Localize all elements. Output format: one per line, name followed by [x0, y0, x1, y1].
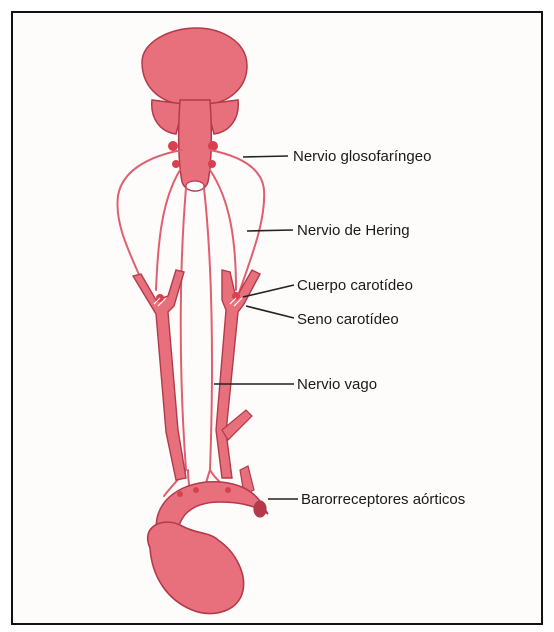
leader-glossopharyngeal — [243, 156, 288, 157]
aorta-opening — [254, 501, 266, 517]
leader-hering — [247, 230, 293, 231]
heart — [148, 522, 244, 613]
heart-and-aorta — [148, 466, 268, 613]
label-carotid-sinus: Seno carotídeo — [297, 311, 399, 328]
aortic-baroreceptor-icon — [225, 487, 231, 493]
labels: Nervio glosofaríngeo Nervio de Hering Cu… — [293, 148, 465, 508]
aortic-baroreceptor-icon — [193, 487, 199, 493]
brain — [142, 28, 247, 191]
ganglion-left-upper — [168, 141, 178, 151]
nerves — [117, 150, 264, 500]
carotid-arteries — [133, 270, 260, 480]
label-aortic-baroreceptors: Barorreceptores aórticos — [301, 491, 465, 508]
brainstem — [179, 100, 212, 191]
cerebrum — [142, 28, 247, 104]
label-glossopharyngeal-nerve: Nervio glosofaríngeo — [293, 148, 431, 165]
label-hering-nerve: Nervio de Hering — [297, 222, 410, 239]
ganglion-left-lower — [172, 160, 180, 168]
vagus-nerve-right — [204, 188, 212, 470]
ganglion-right-lower — [208, 160, 216, 168]
medulla-tip — [186, 181, 204, 191]
vagus-nerve-left — [181, 188, 186, 470]
aortic-baroreceptor-icon — [177, 491, 183, 497]
glossopharyngeal-nerve-left — [117, 150, 182, 296]
label-carotid-body: Cuerpo carotídeo — [297, 277, 413, 294]
leader-carotid-sinus — [246, 306, 294, 318]
label-vagus-nerve: Nervio vago — [297, 376, 377, 393]
